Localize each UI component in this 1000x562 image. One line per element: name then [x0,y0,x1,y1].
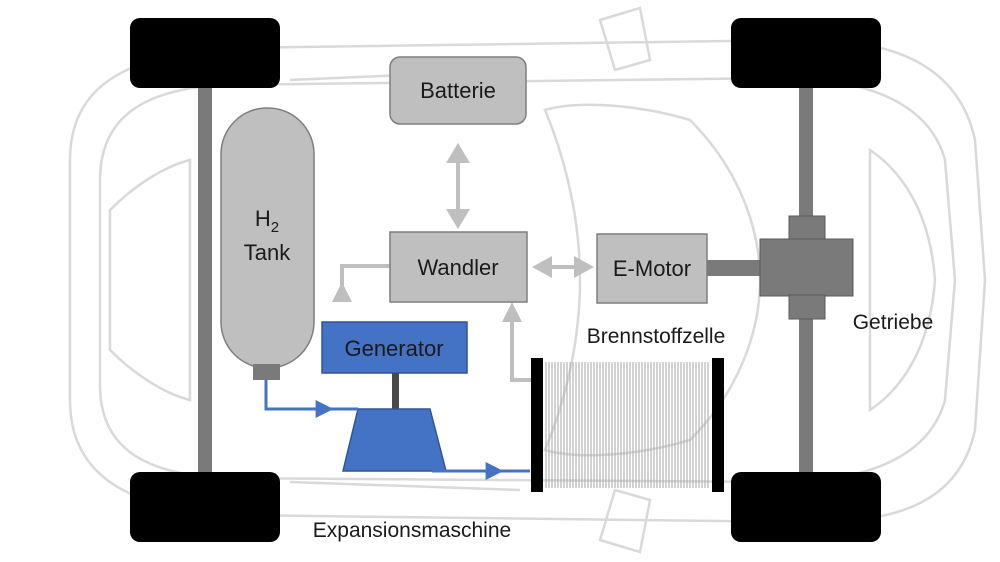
wheel-front-bottom [130,472,280,542]
battery-box: Batterie [389,56,527,125]
gearbox [759,215,854,320]
converter-box: Wandler [389,231,528,303]
h2-tank: H2 Tank [220,107,315,380]
hydrogen-flow [264,380,530,480]
axle-front [198,80,212,480]
h2-tank-word: Tank [244,240,291,265]
expander-label: Expansionsmaschine [313,519,511,542]
fuelcell-label: Brennstoffzelle [587,325,726,348]
battery-label: Batterie [420,78,496,103]
wheel-rear-top [731,18,881,88]
wheel-rear-bottom [731,472,881,542]
gray-arrowheads [332,143,594,322]
emotor-box: E-Motor [596,233,708,304]
emotor-label: E-Motor [613,256,691,281]
h2-tank-label: H2 [255,206,279,236]
converter-label: Wandler [417,255,498,280]
gearbox-label: Getriebe [853,311,934,334]
expansion-machine [342,408,447,472]
generator-box: Generator [321,321,468,374]
generator-shaft [392,373,399,409]
motor-shaft [707,260,762,276]
generator-label: Generator [344,336,443,361]
wheel-front-top [130,18,280,88]
fuel-cell-stack [531,358,724,492]
